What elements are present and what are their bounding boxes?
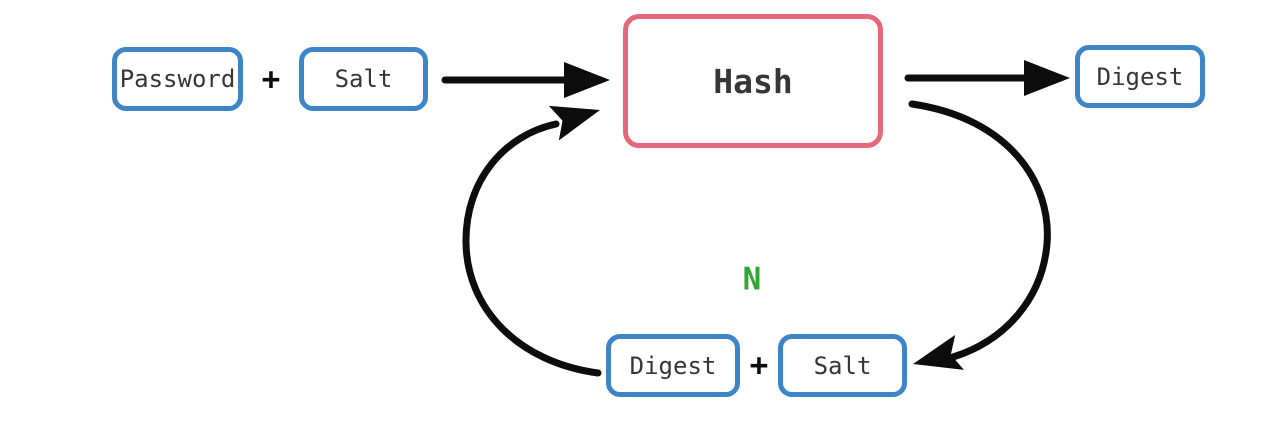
digest-feedback-node-label: Digest	[629, 351, 717, 380]
input-plus-operator: +	[261, 61, 281, 98]
arrow-hash-to-feedback-curve-icon	[908, 100, 1051, 370]
salt-input-node-label: Salt	[334, 65, 393, 93]
arrow-feedback-to-hash-curve-icon	[462, 105, 602, 377]
digest-output-node: Digest	[1075, 45, 1205, 108]
password-node-label: Password	[119, 65, 236, 93]
hash-node-label: Hash	[713, 61, 793, 101]
digest-feedback-node: Digest	[606, 334, 740, 397]
iteration-count-label: N	[742, 261, 762, 298]
salt-input-node: Salt	[299, 47, 428, 111]
arrow-inputs-to-hash-icon	[441, 62, 610, 98]
salt-feedback-node: Salt	[778, 334, 907, 397]
salt-feedback-node-label: Salt	[813, 351, 872, 380]
feedback-plus-operator: +	[749, 347, 769, 384]
password-node: Password	[112, 47, 243, 111]
arrow-hash-to-digest-icon	[904, 60, 1070, 96]
digest-output-node-label: Digest	[1096, 62, 1184, 91]
hash-node: Hash	[623, 14, 883, 148]
